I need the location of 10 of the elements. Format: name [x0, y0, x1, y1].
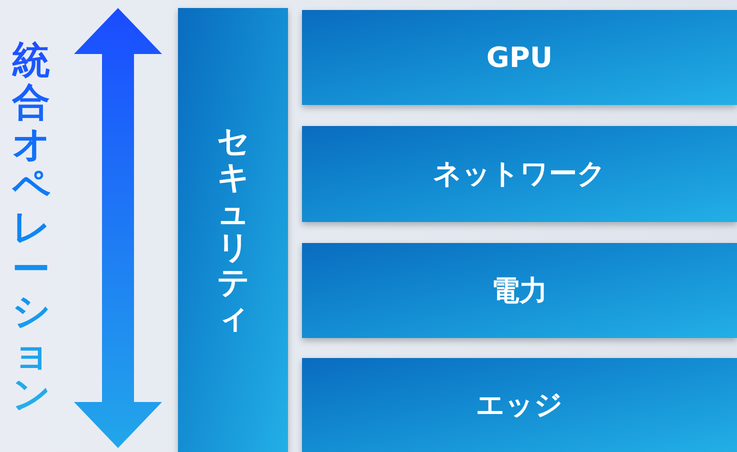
layer-box — [302, 126, 737, 222]
box-label: セキュリティ — [217, 124, 249, 336]
box-label: 電力 — [492, 272, 548, 308]
layer-box — [302, 243, 737, 338]
box-label: ネットワーク — [433, 156, 606, 192]
layer-box — [302, 358, 737, 452]
box-label: GPU — [486, 40, 553, 76]
layer-box — [302, 10, 737, 105]
box-label: エッジ — [476, 387, 563, 423]
column-panel — [178, 8, 288, 452]
